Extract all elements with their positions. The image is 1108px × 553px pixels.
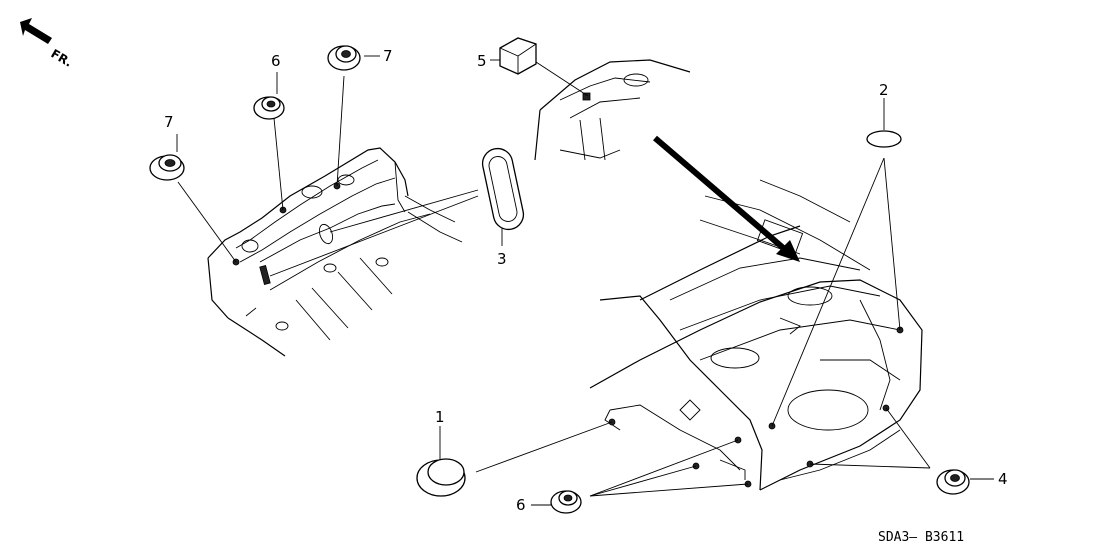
callout-6-upper: 6 (271, 52, 281, 70)
right-rear-body-drawing (534, 59, 923, 491)
location-arrow-icon (653, 135, 800, 262)
diagram-code: SDA3— B3611 (878, 530, 964, 545)
part-6-clip-upper (253, 96, 285, 120)
callout-7-top: 7 (383, 47, 393, 65)
part-1-plug (416, 458, 466, 497)
callout-5: 5 (477, 52, 487, 70)
callout-4: 4 (998, 470, 1008, 488)
part-5-block (499, 37, 537, 75)
part-7-clip-left (149, 154, 185, 181)
direction-label: FR. (49, 46, 75, 69)
part-7-clip-top (327, 45, 361, 71)
part-6-clip-lower (550, 490, 582, 514)
callout-6-lower: 6 (516, 496, 526, 514)
callout-7-left: 7 (164, 113, 174, 131)
left-floor-panel-drawing (207, 147, 463, 357)
callout-3: 3 (497, 250, 507, 268)
part-4-clip (936, 469, 970, 495)
callout-2: 2 (879, 81, 889, 99)
part-3-oval-grommet (481, 147, 525, 231)
front-direction-arrow-icon (20, 18, 52, 44)
part-2-oval-seal (866, 130, 902, 148)
callout-1: 1 (435, 408, 445, 426)
